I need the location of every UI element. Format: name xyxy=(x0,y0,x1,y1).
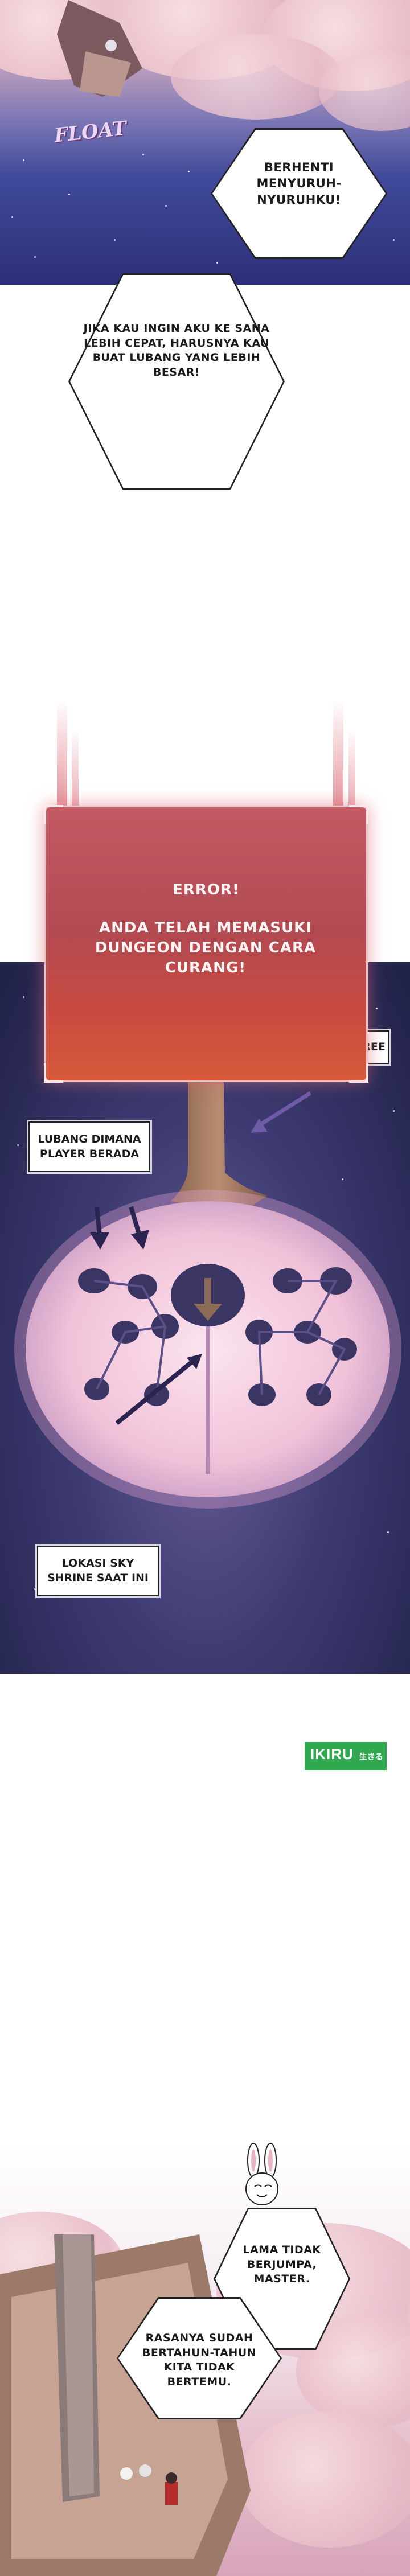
glow-bar xyxy=(72,729,79,808)
speech-text: BERHENTI MENYURUH-NYURUHKU! xyxy=(256,161,342,207)
error-notification: ERROR! ANDA TELAH MEMASUKI DUNGEON DENGA… xyxy=(44,805,368,1083)
ikiru-watermark: IKIRU 生きる xyxy=(305,1742,410,1770)
speech-bubble xyxy=(68,273,285,490)
watermark-brand: IKIRU xyxy=(305,1742,359,1770)
label-player-hole: LUBANG DIMANA PLAYER BERADA xyxy=(28,1121,150,1172)
speech-text: RASANYA SUDAH BERTAHUN-TAHUN KITA TIDAK … xyxy=(142,2332,257,2388)
glow-bar xyxy=(333,700,343,808)
error-message: ANDA TELAH MEMASUKI DUNGEON DENGAN CARA … xyxy=(95,919,317,977)
falling-character-illustration xyxy=(57,0,142,97)
rabbit-mask-icon xyxy=(245,2143,278,2205)
label-sky-shrine: LOKASI SKY SHRINE SAAT INI xyxy=(37,1546,159,1596)
sfx-float: FLOAT xyxy=(53,117,128,147)
speech-text: LAMA TIDAK BERJUMPA, MASTER. xyxy=(243,2244,321,2286)
watermark-tag: 生きる xyxy=(359,1742,387,1770)
glow-bar xyxy=(57,700,67,808)
reunion-panel xyxy=(0,2143,410,2576)
cloud xyxy=(171,34,342,120)
error-title: ERROR! xyxy=(173,881,240,898)
speech-text: JIKA KAU INGIN AKU KE SANA LEBIH CEPAT, … xyxy=(83,322,270,379)
world-tree-illustration xyxy=(14,962,401,1509)
glow-bar xyxy=(348,729,355,808)
